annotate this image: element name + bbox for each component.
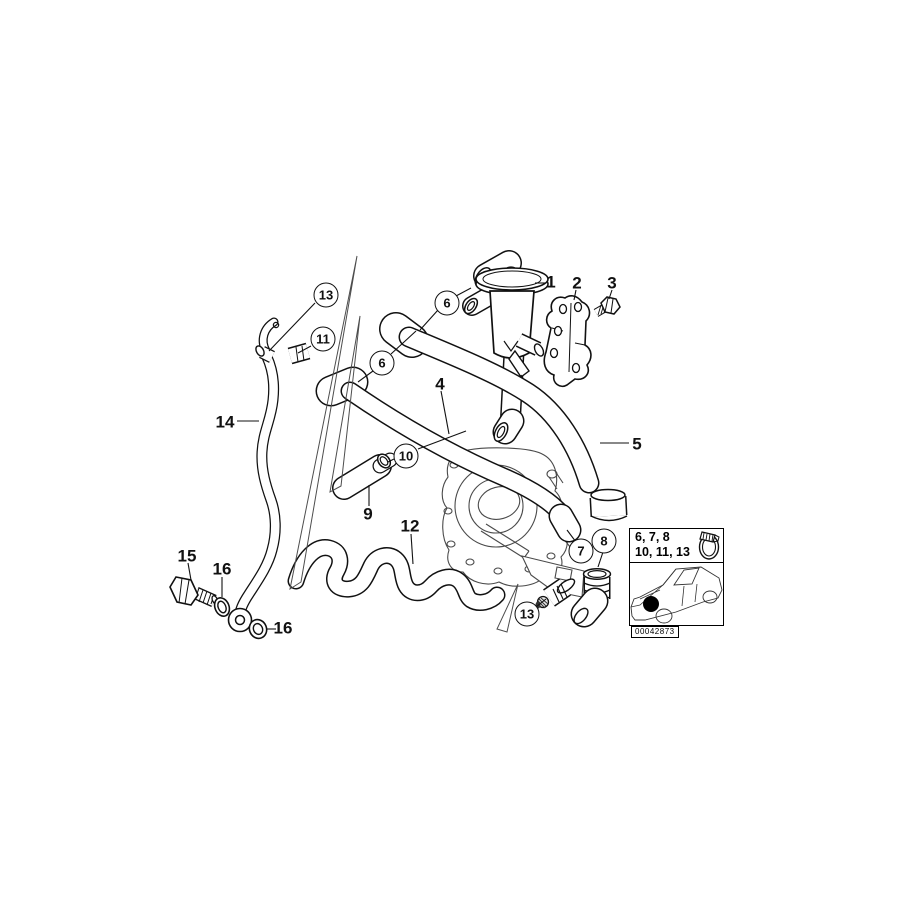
part-callout-9[interactable]: 9 xyxy=(363,504,373,524)
part-callout-13-bottom[interactable]: 13 xyxy=(514,601,540,627)
part-callout-5[interactable]: 5 xyxy=(632,434,642,454)
car-location-icon xyxy=(630,566,723,624)
inset-ref-line1: 6, 7, 8 xyxy=(635,530,670,544)
hose-9 xyxy=(332,452,398,500)
part-callout-3[interactable]: 3 xyxy=(607,273,617,293)
part-callout-4[interactable]: 4 xyxy=(435,374,445,394)
inset-header: 6, 7, 8 10, 11, 13 xyxy=(630,529,723,563)
pointer-wedges xyxy=(289,255,519,633)
bottom-fitting xyxy=(535,568,612,628)
hose-12 xyxy=(287,539,506,611)
hose-4 xyxy=(315,366,582,543)
washer-16-lower xyxy=(248,618,268,640)
part-callout-16-upper[interactable]: 16 xyxy=(212,559,232,579)
part-callout-14[interactable]: 14 xyxy=(215,412,235,432)
part-callout-10[interactable]: 10 xyxy=(393,443,419,469)
breather-pipe-14 xyxy=(227,317,311,633)
part-callout-11[interactable]: 11 xyxy=(310,326,336,352)
washer-16-upper xyxy=(213,597,231,617)
bracket-2 xyxy=(543,295,592,388)
info-inset-box: 6, 7, 8 10, 11, 13 xyxy=(629,528,724,626)
part-callout-8[interactable]: 8 xyxy=(591,528,617,554)
hose-clamp-icon xyxy=(698,531,720,560)
part-callout-12[interactable]: 12 xyxy=(400,516,420,536)
valve-foot xyxy=(492,408,525,445)
part-callout-2[interactable]: 2 xyxy=(572,273,582,293)
location-dot xyxy=(643,596,659,612)
bolt-3 xyxy=(593,296,621,317)
part-callout-13-top[interactable]: 13 xyxy=(313,282,339,308)
part-callout-6-upper[interactable]: 6 xyxy=(434,290,460,316)
banjo-bolt-15 xyxy=(169,576,219,607)
image-code-label: 00042873 xyxy=(631,626,679,638)
part-callout-1[interactable]: 1 xyxy=(546,272,556,292)
part-callout-16-lower[interactable]: 16 xyxy=(273,618,293,638)
hose-5 xyxy=(379,312,628,522)
part-callout-6-lower[interactable]: 6 xyxy=(369,350,395,376)
part-callout-15[interactable]: 15 xyxy=(177,546,197,566)
inset-ref-line2: 10, 11, 13 xyxy=(635,545,690,559)
part-callout-7[interactable]: 7 xyxy=(568,538,594,564)
